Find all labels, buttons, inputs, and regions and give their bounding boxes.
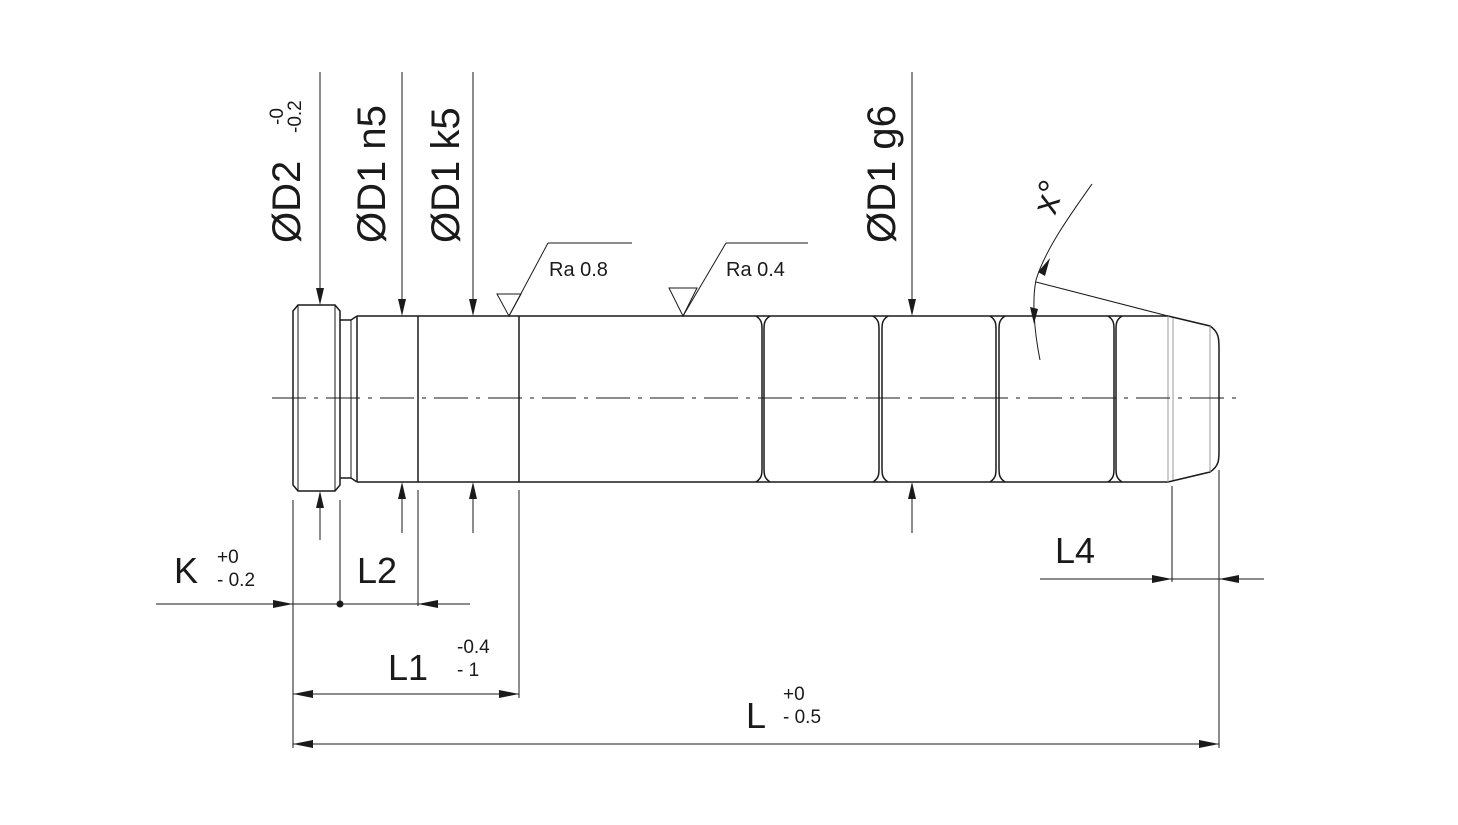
label-d1-k5: ØD1 k5	[424, 107, 468, 243]
label-angle: x°	[1024, 175, 1073, 218]
lead-in-chamfer	[1167, 315, 1220, 483]
label-ra-04: Ra 0.4	[726, 259, 785, 281]
label-k: K	[174, 550, 198, 591]
label-l-tol-upper: +0	[783, 684, 805, 705]
dimension-l: L +0 - 0.5	[293, 470, 1220, 748]
dimension-k-l2: K +0 - 0.2 L2	[156, 490, 470, 748]
label-d2-tol-lower: -0.2	[285, 100, 306, 133]
label-l1: L1	[388, 647, 428, 688]
label-d2-group: ØD2 -0 -0.2	[265, 100, 309, 243]
label-d2: ØD2	[265, 161, 309, 243]
pillar-body	[292, 304, 1220, 492]
label-l4: L4	[1055, 530, 1095, 571]
label-d1-g6: ØD1 g6	[860, 105, 904, 243]
label-l1-tol-lower: - 1	[457, 660, 479, 681]
label-l: L	[746, 695, 766, 736]
angle-dimension: x°	[1024, 175, 1169, 361]
relief-groove	[340, 315, 358, 483]
label-ra-08: Ra 0.8	[549, 259, 608, 281]
label-d1-n5: ØD1 n5	[350, 105, 394, 243]
label-d2-tol-upper: -0	[267, 108, 288, 125]
label-k-tol-upper: +0	[217, 547, 239, 568]
label-l-tol-lower: - 0.5	[783, 707, 821, 728]
diameter-leaders-top	[316, 72, 916, 316]
lubrication-grooves	[755, 315, 1123, 483]
label-l2: L2	[357, 550, 397, 591]
diameter-leaders-bottom	[316, 482, 916, 540]
dimension-l1: L1 -0.4 - 1	[293, 490, 520, 698]
label-l1-tol-upper: -0.4	[457, 637, 490, 658]
label-k-tol-lower: - 0.2	[217, 570, 255, 591]
surface-finish-ra04: Ra 0.4	[668, 242, 808, 318]
surface-finish-ra08: Ra 0.8	[496, 242, 632, 318]
dimension-l4: L4	[1040, 486, 1264, 583]
